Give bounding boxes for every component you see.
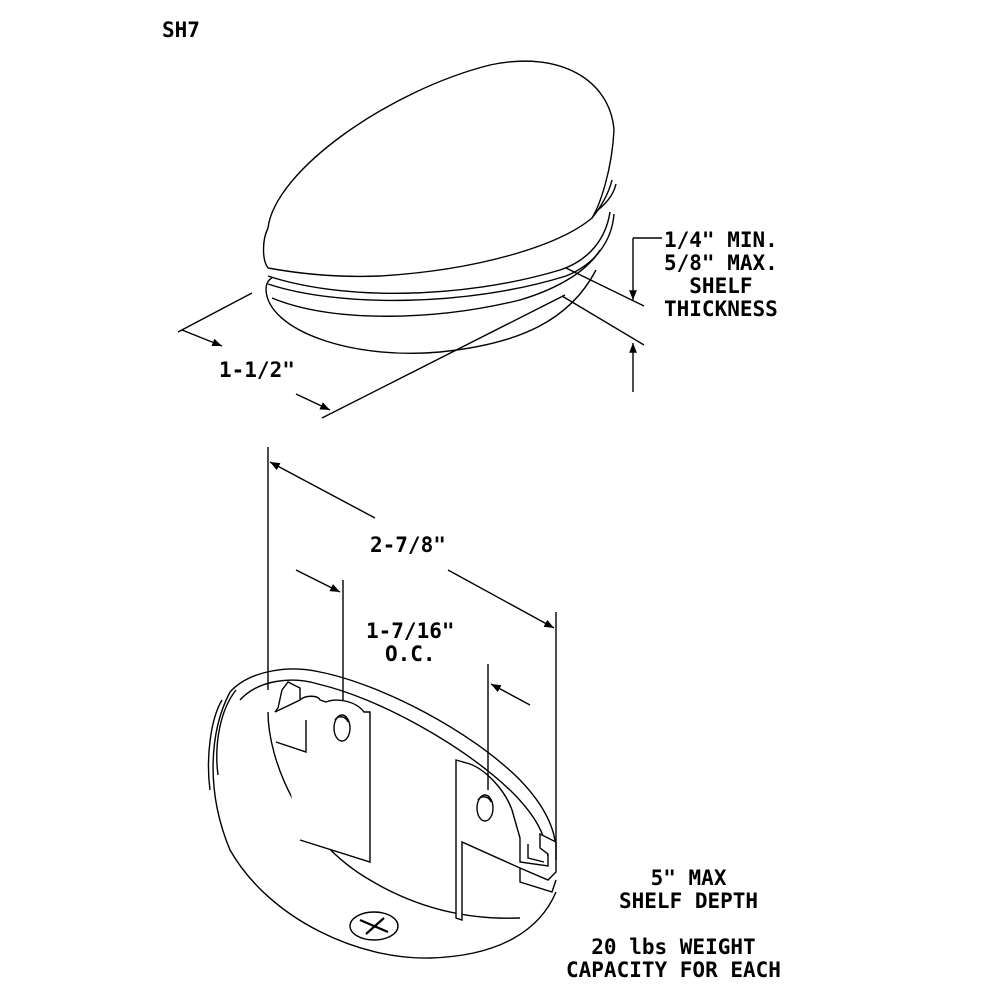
bracket-depth-label: 1-1/2" <box>219 358 295 382</box>
shelf-cap-top-view <box>262 60 617 354</box>
thickness-max: 5/8" MAX. <box>664 251 778 275</box>
max-depth-line-1: 5" MAX <box>650 866 727 890</box>
shelf-thickness-label: 1/4" MIN. 5/8" MAX. SHELF THICKNESS <box>664 230 778 322</box>
hole-spacing-dimension <box>295 569 531 790</box>
hole-spacing-note: O.C. <box>384 642 436 666</box>
thickness-caption-2: THICKNESS <box>664 297 778 321</box>
thickness-min: 1/4" MIN. <box>664 228 778 252</box>
thickness-dimension <box>561 237 662 392</box>
capacity-line-1: 20 lbs WEIGHT <box>591 935 756 959</box>
bracket-mount-view <box>207 668 557 959</box>
part-number-label: SH7 <box>162 18 200 42</box>
bracket-width-label: 2-7/8" <box>370 533 446 557</box>
max-shelf-depth-note: 5" MAX SHELF DEPTH <box>619 868 758 914</box>
width-dimension <box>267 447 557 860</box>
thickness-caption-1: SHELF <box>689 274 753 298</box>
hole-spacing-label: 1-7/16" O.C. <box>366 621 455 667</box>
phillips-screw-icon <box>349 911 399 941</box>
hole-spacing-value: 1-7/16" <box>366 619 455 643</box>
max-depth-line-2: SHELF DEPTH <box>619 889 759 913</box>
weight-capacity-note: 20 lbs WEIGHT CAPACITY FOR EACH <box>566 937 781 983</box>
depth-dimension-top <box>177 292 566 419</box>
capacity-line-2: CAPACITY FOR EACH <box>566 958 781 982</box>
